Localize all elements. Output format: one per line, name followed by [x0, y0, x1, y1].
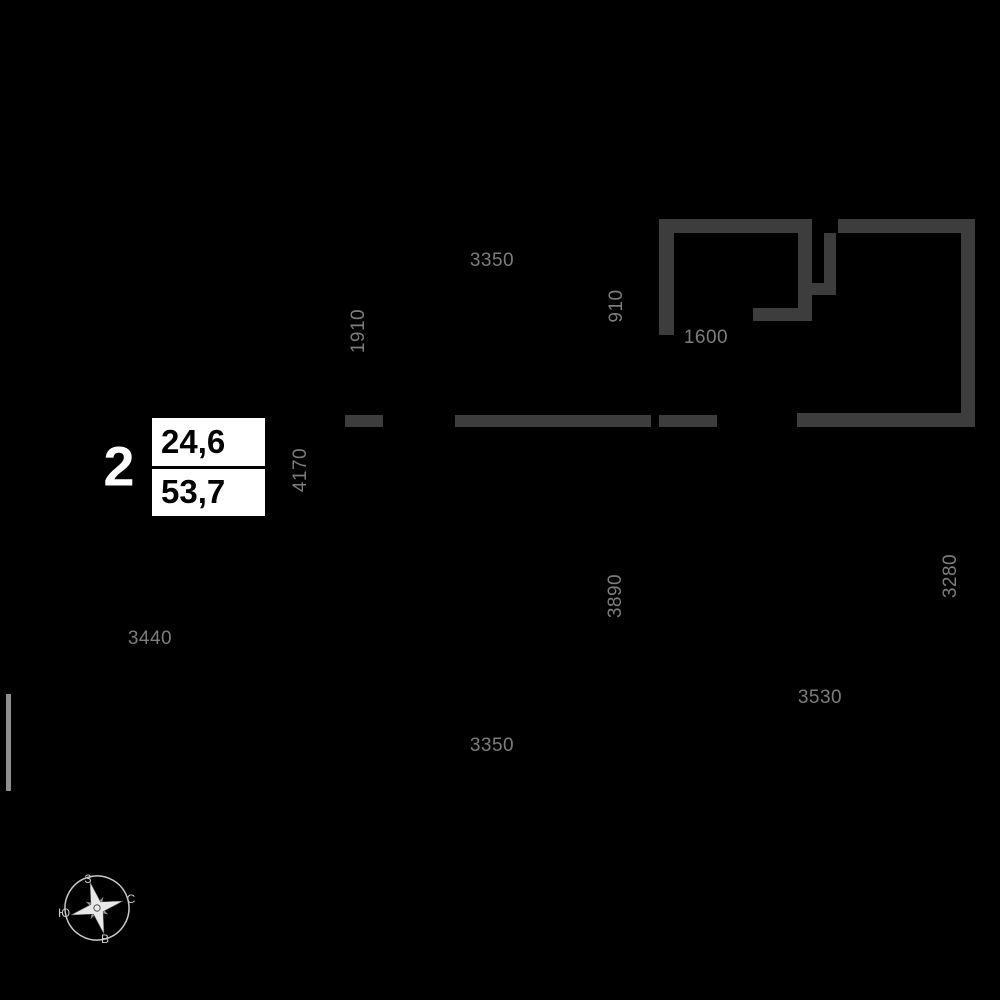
dim-3350-bottom: 3350 [469, 735, 515, 756]
right-exterior-wall [961, 233, 975, 425]
door-jamb-stub [824, 233, 836, 283]
dim-4170: 4170 [290, 447, 311, 493]
total-area-value: 53,7 [161, 473, 226, 511]
rooms-divider-wall [798, 233, 812, 321]
dim-3280: 3280 [940, 553, 961, 599]
room-a-left-wall [659, 233, 674, 335]
room-b-top-wall [838, 219, 975, 233]
area-badge: 24,6 53,7 [152, 418, 265, 516]
balcony-rail-line [6, 694, 11, 791]
room-a-top-wall [659, 219, 812, 233]
room-a-bottom-wall [753, 308, 812, 321]
compass-rose-icon [64, 875, 130, 941]
dim-1910: 1910 [348, 308, 369, 354]
corridor-wall-left [345, 415, 383, 427]
corridor-wall-mid [455, 415, 651, 427]
dim-1600: 1600 [683, 327, 729, 348]
lower-right-wall [797, 413, 975, 427]
dim-3350-top: 3350 [469, 250, 515, 271]
dim-3890: 3890 [605, 573, 626, 619]
compass-letter-В: В [100, 932, 110, 946]
dim-910: 910 [606, 289, 627, 323]
dim-3440: 3440 [127, 628, 173, 649]
dim-3530: 3530 [797, 687, 843, 708]
living-area-value: 24,6 [152, 418, 265, 469]
compass-letter-З: З [84, 872, 92, 886]
divider-connector [798, 283, 836, 295]
rooms-count-label: 2 [103, 434, 135, 498]
corridor-wall-right [659, 415, 717, 427]
compass-letter-Ю: Ю [57, 906, 71, 920]
compass-letter-С: С [126, 892, 136, 906]
